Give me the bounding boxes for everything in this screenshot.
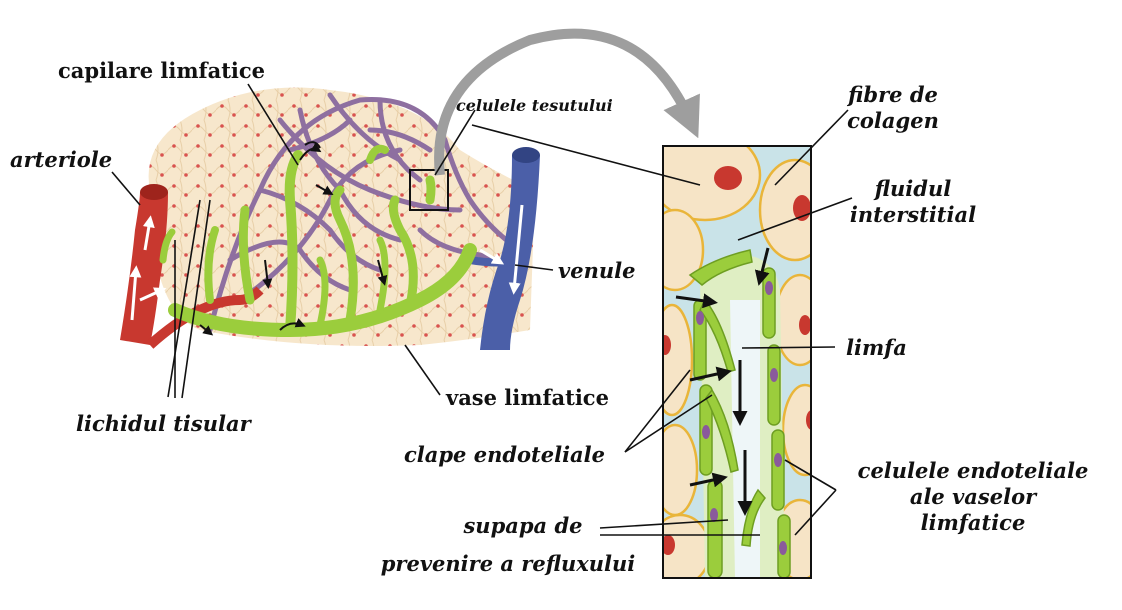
leader-lines	[111, 83, 853, 536]
label-fibre-de-colagen: fibre de colagen	[838, 82, 948, 134]
lymphatic-capillaries	[159, 144, 477, 338]
label-fibre-line1: fibre de	[848, 82, 938, 107]
magnified-panel-border	[662, 145, 812, 579]
zoom-arrow	[434, 28, 700, 176]
label-celule-endo-line2: ale vaselor	[909, 484, 1037, 509]
label-lichidul-tisular: lichidul tisular	[76, 411, 251, 436]
label-fluidul-line1: fluidul	[874, 176, 952, 201]
label-celulele-endoteliale: celulele endoteliale ale vaselor limfati…	[838, 458, 1108, 536]
label-supapa: supapa de prevenire a refluxului	[358, 513, 658, 577]
magnified-panel	[663, 146, 811, 578]
label-celule-endo-line3: limfatice	[920, 510, 1026, 535]
venule-vessel	[469, 147, 540, 350]
label-celule-endo-line1: celulele endoteliale	[857, 458, 1089, 483]
label-supapa-line1: supapa de	[463, 513, 583, 538]
label-fluidul-line2: interstitial	[849, 202, 977, 227]
label-arteriole: arteriole	[10, 147, 113, 172]
label-fluidul-interstitial: fluidul interstitial	[838, 176, 988, 228]
label-fibre-line2: colagen	[847, 108, 939, 133]
label-vase-limfatice: vase limfatice	[446, 385, 609, 410]
label-venule: venule	[558, 258, 636, 283]
label-limfa: limfa	[846, 335, 907, 360]
zoom-box	[409, 169, 449, 211]
label-supapa-line2: prevenire a refluxului	[380, 551, 636, 576]
label-capilare-limfatice: capilare limfatice	[58, 58, 266, 83]
label-celulele-tesutului: celulele tesutului	[456, 96, 613, 115]
lymph-flow-arrows	[199, 141, 388, 336]
label-clape-endoteliale: clape endoteliale	[404, 442, 606, 467]
